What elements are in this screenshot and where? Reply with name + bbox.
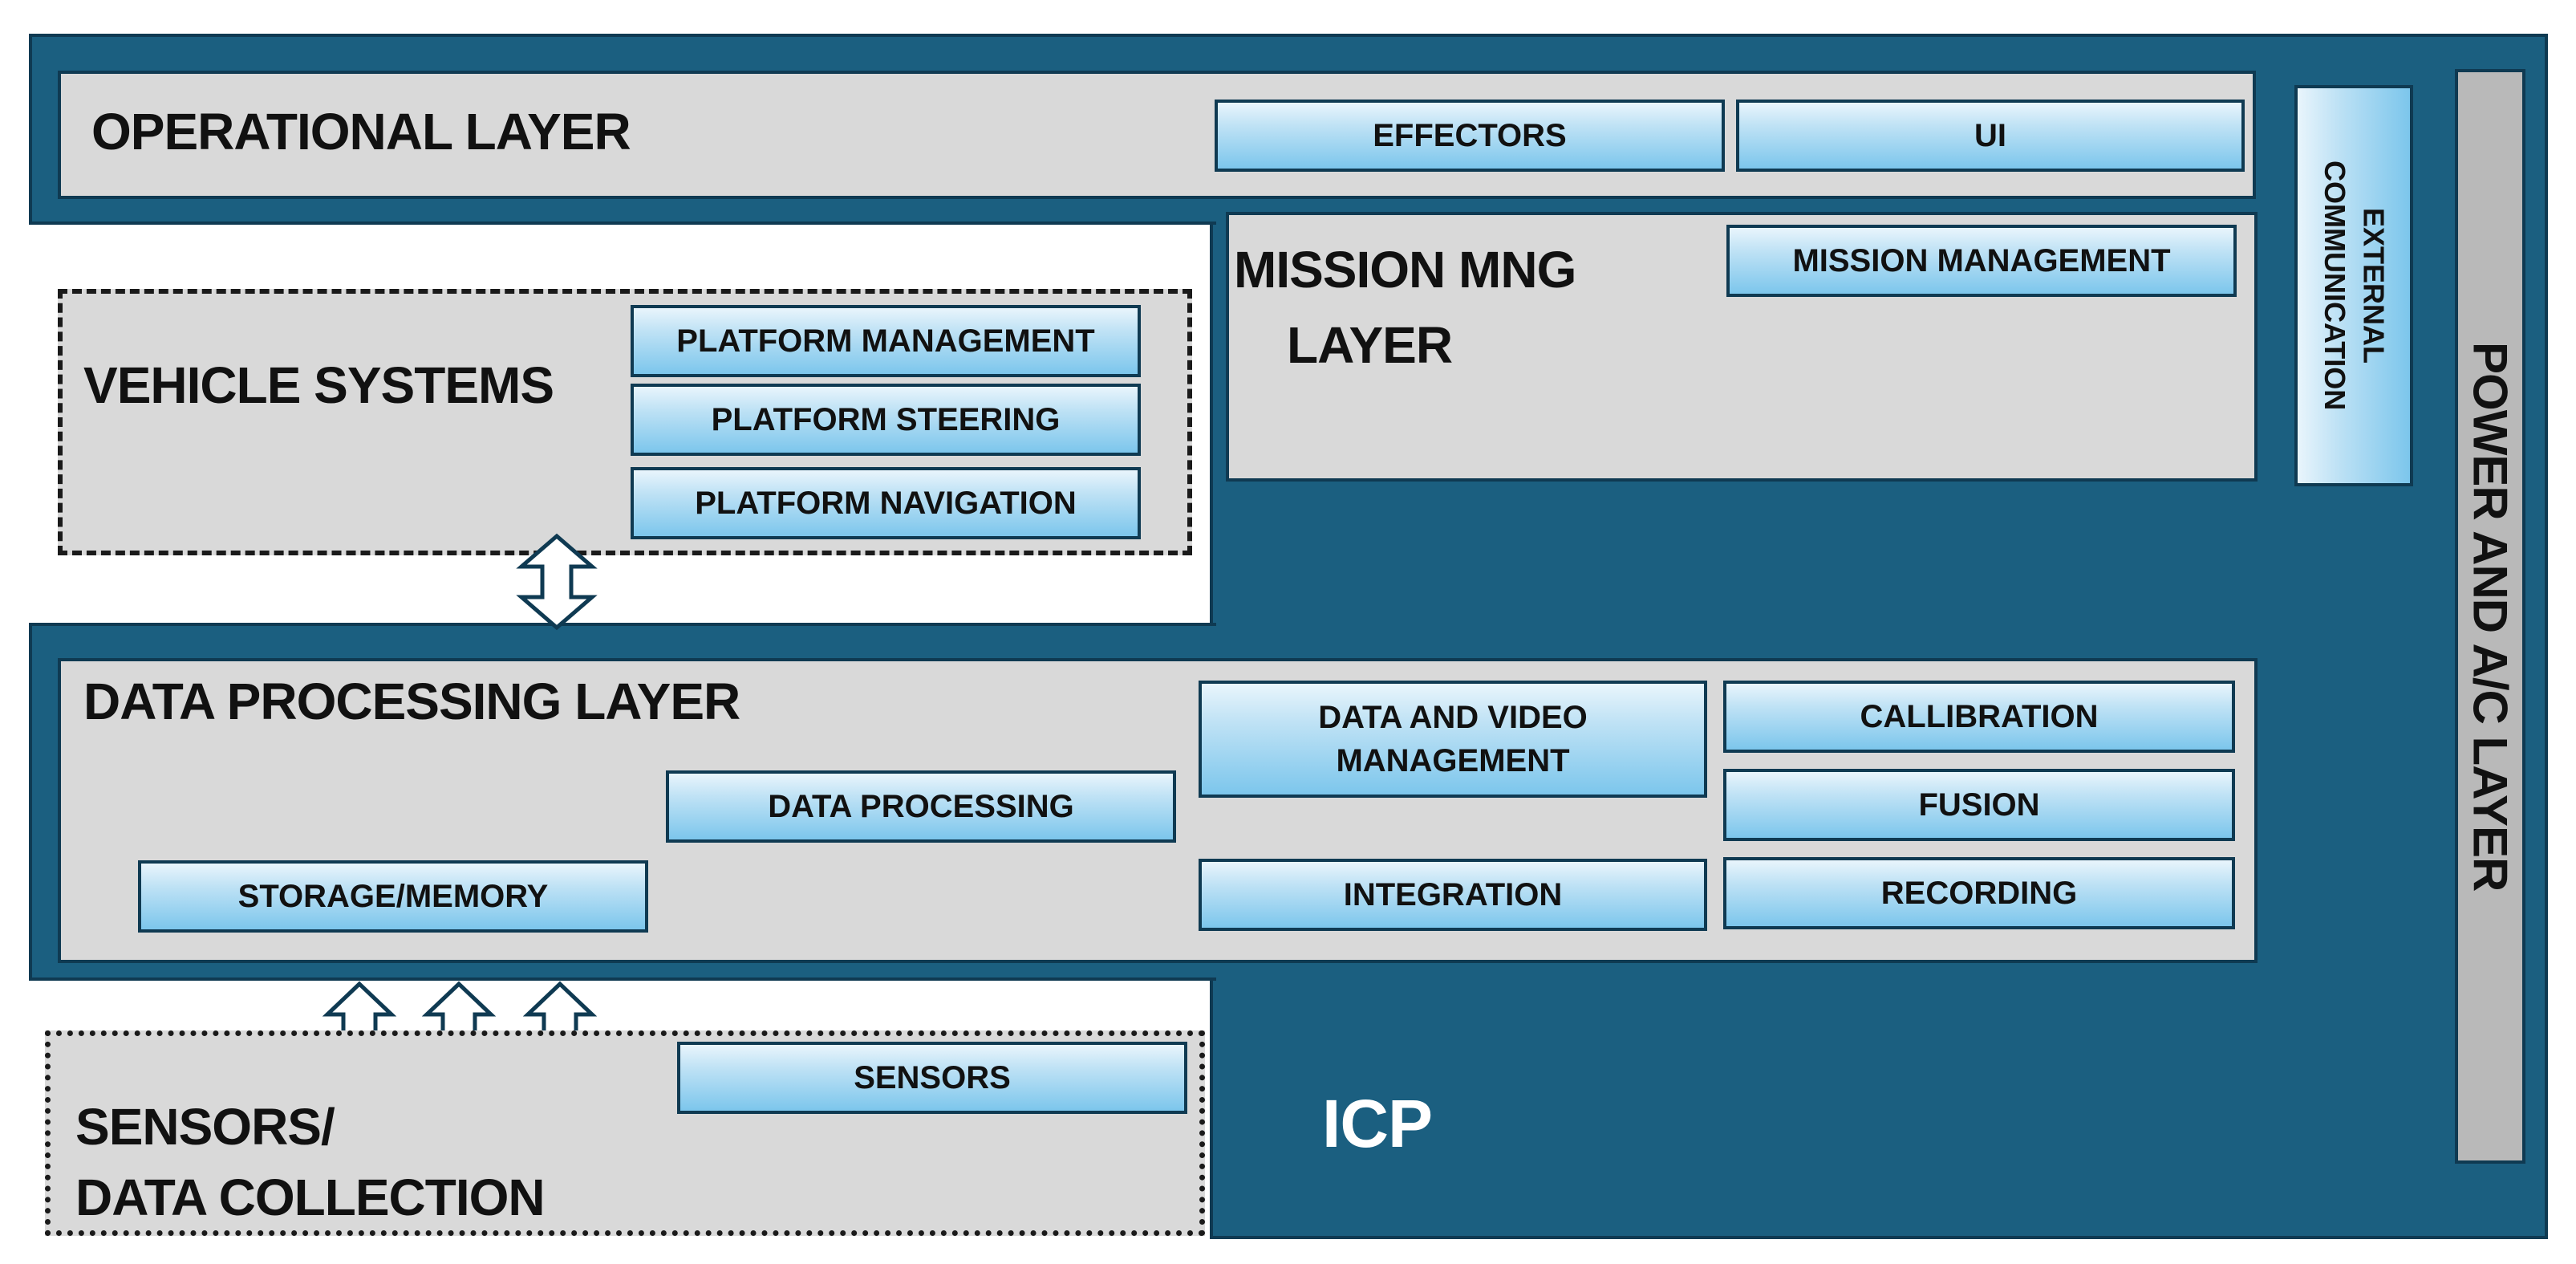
external-communication-label: EXTERNAL COMMUNICATION xyxy=(2318,161,2391,411)
ui-box: UI xyxy=(1736,100,2245,172)
icp-label: ICP xyxy=(1322,1086,1433,1161)
sensors-title-line1: SENSORS/ xyxy=(75,1098,335,1156)
double-arrow-icon xyxy=(516,533,598,631)
storage-memory-box: STORAGE/MEMORY xyxy=(138,860,648,933)
power-ac-layer: POWER AND A/C LAYER xyxy=(2455,69,2525,1164)
recording-box: RECORDING xyxy=(1723,857,2235,929)
mission-mng-layer-title-line2: LAYER xyxy=(1287,316,1453,374)
fusion-box: FUSION xyxy=(1723,769,2235,841)
data-video-management-box: DATA AND VIDEO MANAGEMENT xyxy=(1199,681,1707,798)
data-processing-box: DATA PROCESSING xyxy=(666,770,1176,843)
external-communication-box: EXTERNAL COMMUNICATION xyxy=(2294,85,2413,486)
sensors-box: SENSORS xyxy=(677,1042,1187,1114)
data-processing-layer-title: DATA PROCESSING LAYER xyxy=(83,673,740,730)
sensors-title-line2: DATA COLLECTION xyxy=(75,1168,546,1226)
operational-layer-title: OPERATIONAL LAYER xyxy=(91,103,631,161)
platform-steering-box: PLATFORM STEERING xyxy=(631,384,1141,456)
mission-mng-layer-title-line1: MISSION MNG xyxy=(1234,241,1576,299)
platform-navigation-box: PLATFORM NAVIGATION xyxy=(631,467,1141,539)
callibration-box: CALLIBRATION xyxy=(1723,681,2235,753)
integration-box: INTEGRATION xyxy=(1199,859,1707,931)
power-ac-layer-title: POWER AND A/C LAYER xyxy=(2463,341,2517,892)
platform-management-box: PLATFORM MANAGEMENT xyxy=(631,305,1141,377)
mission-management-box: MISSION MANAGEMENT xyxy=(1726,225,2237,297)
vehicle-systems-title: VEHICLE SYSTEMS xyxy=(83,356,554,414)
effectors-box: EFFECTORS xyxy=(1215,100,1725,172)
